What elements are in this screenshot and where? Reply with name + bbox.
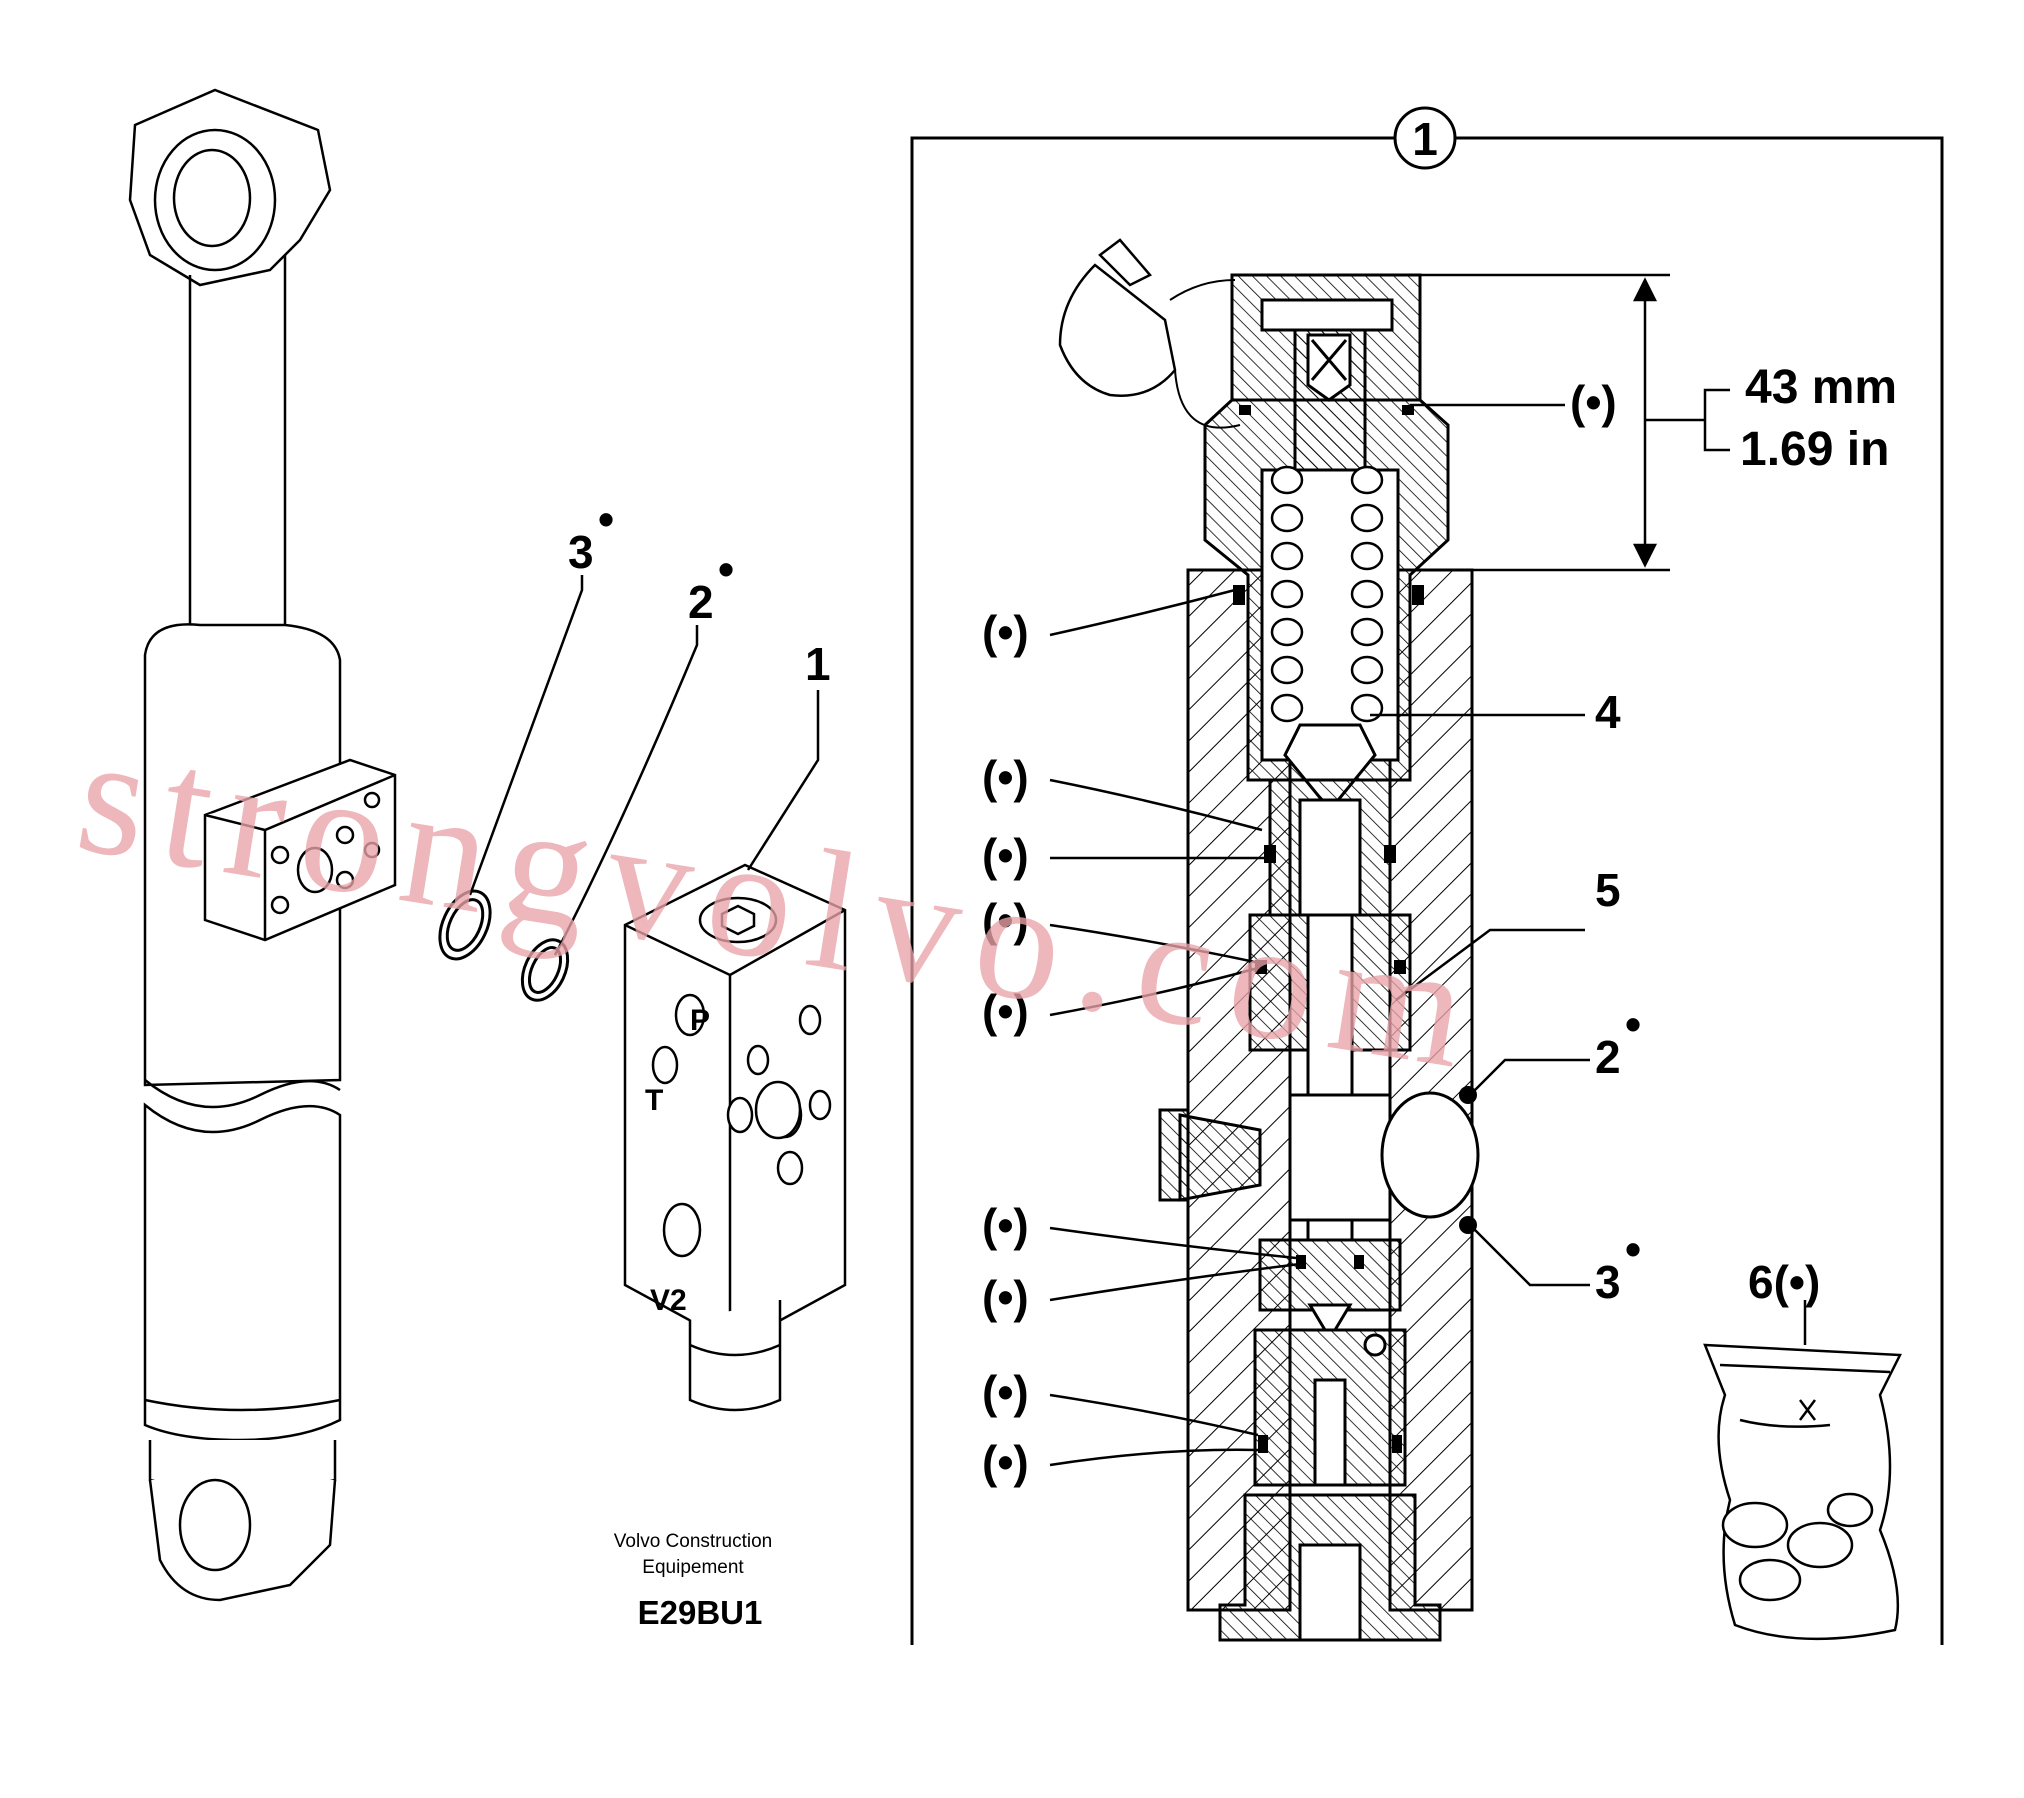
brand-line-1: Volvo Construction: [614, 1531, 772, 1552]
callout-3-dot: •: [598, 493, 614, 545]
seal-marker-d: (•): [982, 829, 1029, 881]
callout-3: 3: [568, 526, 594, 578]
seal-kit-bag: [1703, 1343, 1902, 1641]
o-ring-3: [438, 889, 492, 961]
callout-5: 5: [1595, 864, 1621, 916]
callout-2-detail: 2: [1595, 1031, 1621, 1083]
seal-marker-i: (•): [982, 1366, 1029, 1418]
callout-4: 4: [1595, 686, 1621, 738]
detail-frame: [910, 106, 1944, 1645]
port-label-p: P: [690, 1004, 710, 1037]
seal-marker-g: (•): [982, 1199, 1029, 1251]
callout-3-detail-dot: •: [1625, 1223, 1641, 1275]
hydraulic-cylinder: [128, 88, 397, 1602]
port-label-v2: V2: [650, 1284, 687, 1317]
seal-marker-j: (•): [982, 1436, 1029, 1488]
leader-lines-left: [468, 575, 820, 956]
drawing-code: E29BU1: [638, 1594, 763, 1631]
callout-2-dot: •: [718, 543, 734, 595]
callout-3-detail: 3: [1595, 1256, 1621, 1308]
seal-marker-a: (•): [1570, 376, 1617, 428]
seal-marks: [1233, 405, 1477, 1453]
dimension-line: [1420, 273, 1730, 572]
callout-1: 1: [805, 638, 831, 690]
dimension-imperial: 1.69 in: [1740, 423, 1889, 476]
frame-label-1: 1: [1412, 113, 1438, 165]
seal-marker-c: (•): [982, 751, 1029, 803]
callout-6: 6(•): [1748, 1256, 1820, 1308]
seal-marker-e: (•): [982, 894, 1029, 946]
seal-marker-b: (•): [982, 606, 1029, 658]
o-ring-2: [520, 938, 570, 1002]
valve-cross-section: [1058, 238, 1480, 1642]
seal-leaders: [1049, 403, 1807, 1467]
seal-marker-f: (•): [982, 985, 1029, 1037]
seal-marker-h: (•): [982, 1271, 1029, 1323]
callout-2: 2: [688, 576, 714, 628]
port-label-t: T: [645, 1084, 663, 1117]
brand-line-2: Equipement: [642, 1557, 744, 1578]
valve-block: [623, 863, 847, 1412]
callout-2-detail-dot: •: [1625, 998, 1641, 1050]
dimension-metric: 43 mm: [1745, 361, 1897, 414]
